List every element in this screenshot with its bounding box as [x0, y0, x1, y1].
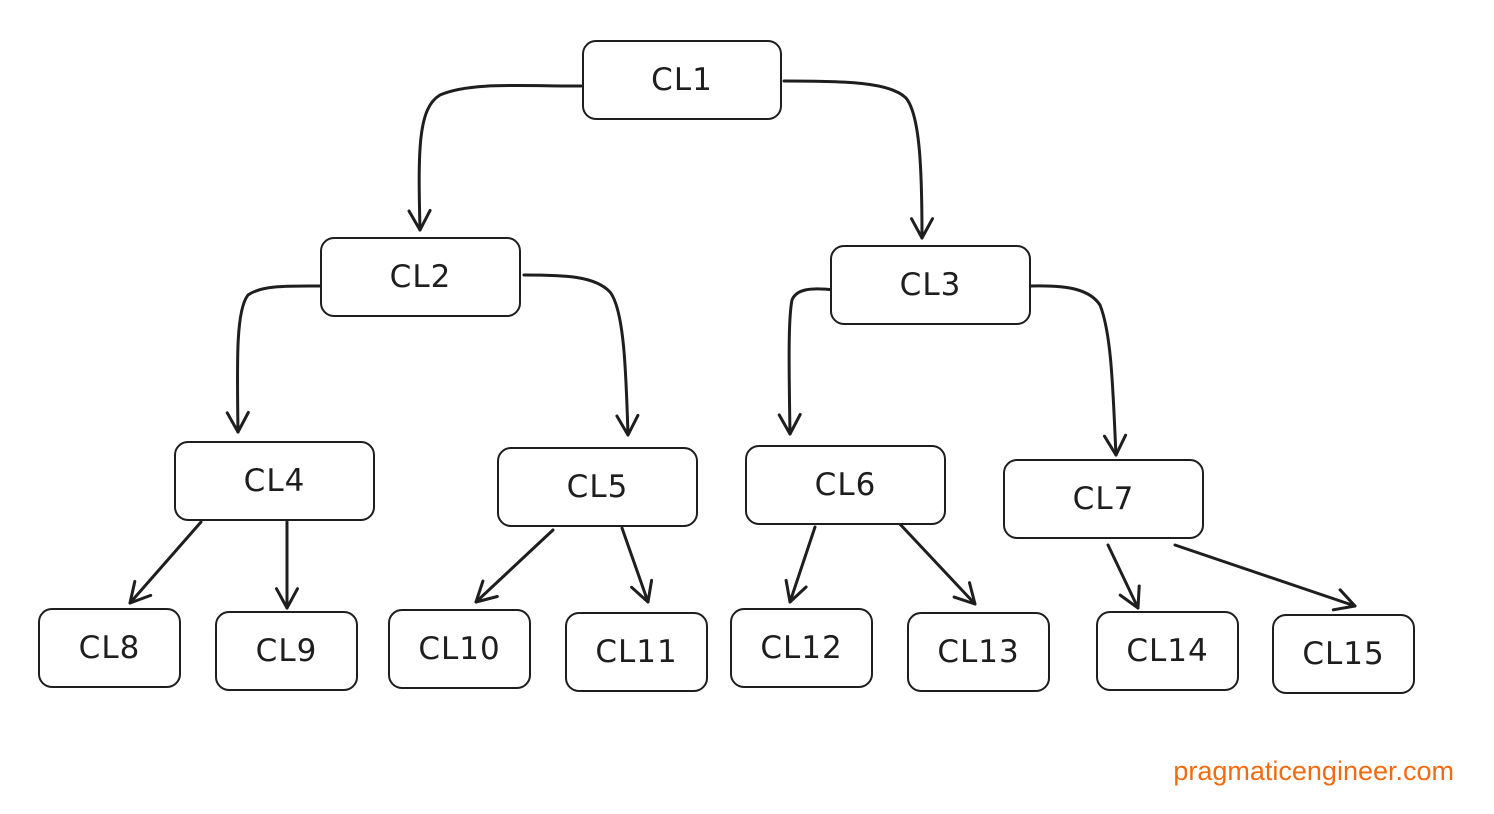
- edge-cl2-cl5: [522, 273, 640, 437]
- edge-line-cl6-cl13: [896, 520, 977, 606]
- edge-line-cl5-cl11: [620, 526, 650, 604]
- edge-line-cl7-cl14: [1106, 543, 1140, 610]
- edge-line-cl2-cl5: [522, 273, 630, 437]
- edge-line-cl7-cl15: [1173, 543, 1357, 608]
- node-cl2-label: CL2: [389, 259, 452, 295]
- edge-line-cl5-cl10: [474, 528, 555, 604]
- node-cl3-label: CL3: [899, 267, 962, 303]
- edge-line-cl1-cl2: [417, 83, 583, 232]
- edge-cl6-cl13: [896, 520, 977, 606]
- edge-cl2-cl4: [225, 284, 322, 434]
- node-cl6: CL6: [745, 445, 946, 525]
- edge-cl5-cl11: [620, 526, 654, 604]
- edge-line-cl3-cl7: [1029, 284, 1118, 457]
- edge-cl1-cl3: [782, 79, 934, 240]
- arrowhead-icon: [784, 578, 808, 604]
- node-cl13: CL13: [907, 612, 1050, 692]
- watermark-text: pragmaticengineer.com: [1173, 756, 1454, 786]
- arrowhead-icon: [1103, 433, 1128, 457]
- node-cl6-label: CL6: [814, 467, 877, 503]
- node-cl10: CL10: [388, 609, 531, 689]
- node-cl5: CL5: [497, 447, 698, 527]
- edge-cl3-cl7: [1029, 284, 1128, 457]
- node-cl8: CL8: [38, 608, 181, 688]
- arrowhead-icon: [777, 413, 802, 436]
- node-cl13-label: CL13: [937, 634, 1020, 670]
- arrowhead-icon: [275, 587, 299, 610]
- node-cl8-label: CL8: [78, 630, 141, 666]
- arrowhead-icon: [474, 579, 499, 604]
- node-cl4-label: CL4: [243, 463, 306, 499]
- node-cl11-label: CL11: [595, 634, 678, 670]
- node-cl5-label: CL5: [566, 469, 629, 505]
- node-cl11: CL11: [565, 612, 708, 692]
- node-cl14-label: CL14: [1126, 633, 1209, 669]
- edge-line-cl4-cl8: [128, 520, 203, 605]
- node-cl1-label: CL1: [651, 62, 713, 98]
- node-cl15-label: CL15: [1302, 636, 1385, 672]
- node-cl10-label: CL10: [418, 631, 501, 667]
- node-cl12-label: CL12: [760, 630, 843, 666]
- node-cl4: CL4: [174, 441, 375, 521]
- edge-cl7-cl15: [1173, 543, 1357, 612]
- arrowhead-icon: [1118, 584, 1141, 610]
- arrowhead-icon: [407, 208, 432, 232]
- node-cl9-label: CL9: [255, 633, 318, 669]
- edge-line-cl3-cl6: [787, 287, 836, 436]
- node-cl15: CL15: [1272, 614, 1415, 694]
- edge-cl4-cl8: [128, 520, 203, 605]
- arrowhead-icon: [225, 411, 250, 434]
- node-cl12: CL12: [730, 608, 873, 688]
- edge-cl3-cl6: [777, 287, 836, 436]
- arrowhead-icon: [1331, 588, 1357, 612]
- edge-line-cl2-cl4: [235, 284, 322, 434]
- arrowhead-icon: [952, 581, 977, 606]
- node-cl7-label: CL7: [1072, 481, 1135, 517]
- arrowhead-icon: [630, 578, 654, 604]
- edge-cl1-cl2: [407, 83, 583, 232]
- arrowhead-icon: [615, 413, 640, 437]
- node-cl3: CL3: [830, 245, 1031, 325]
- node-cl9: CL9: [215, 611, 358, 691]
- arrowhead-icon: [128, 580, 153, 605]
- edge-line-cl1-cl3: [782, 79, 924, 240]
- node-cl14: CL14: [1096, 611, 1239, 691]
- arrowhead-icon: [910, 217, 934, 240]
- node-cl2: CL2: [320, 237, 521, 317]
- edge-cl5-cl10: [474, 528, 555, 604]
- edge-cl7-cl14: [1106, 543, 1141, 610]
- node-cl7: CL7: [1003, 459, 1204, 539]
- node-cl1: CL1: [582, 40, 782, 120]
- edge-line-cl6-cl12: [788, 525, 817, 604]
- edge-cl4-cl9: [275, 520, 299, 610]
- edge-cl6-cl12: [784, 525, 817, 604]
